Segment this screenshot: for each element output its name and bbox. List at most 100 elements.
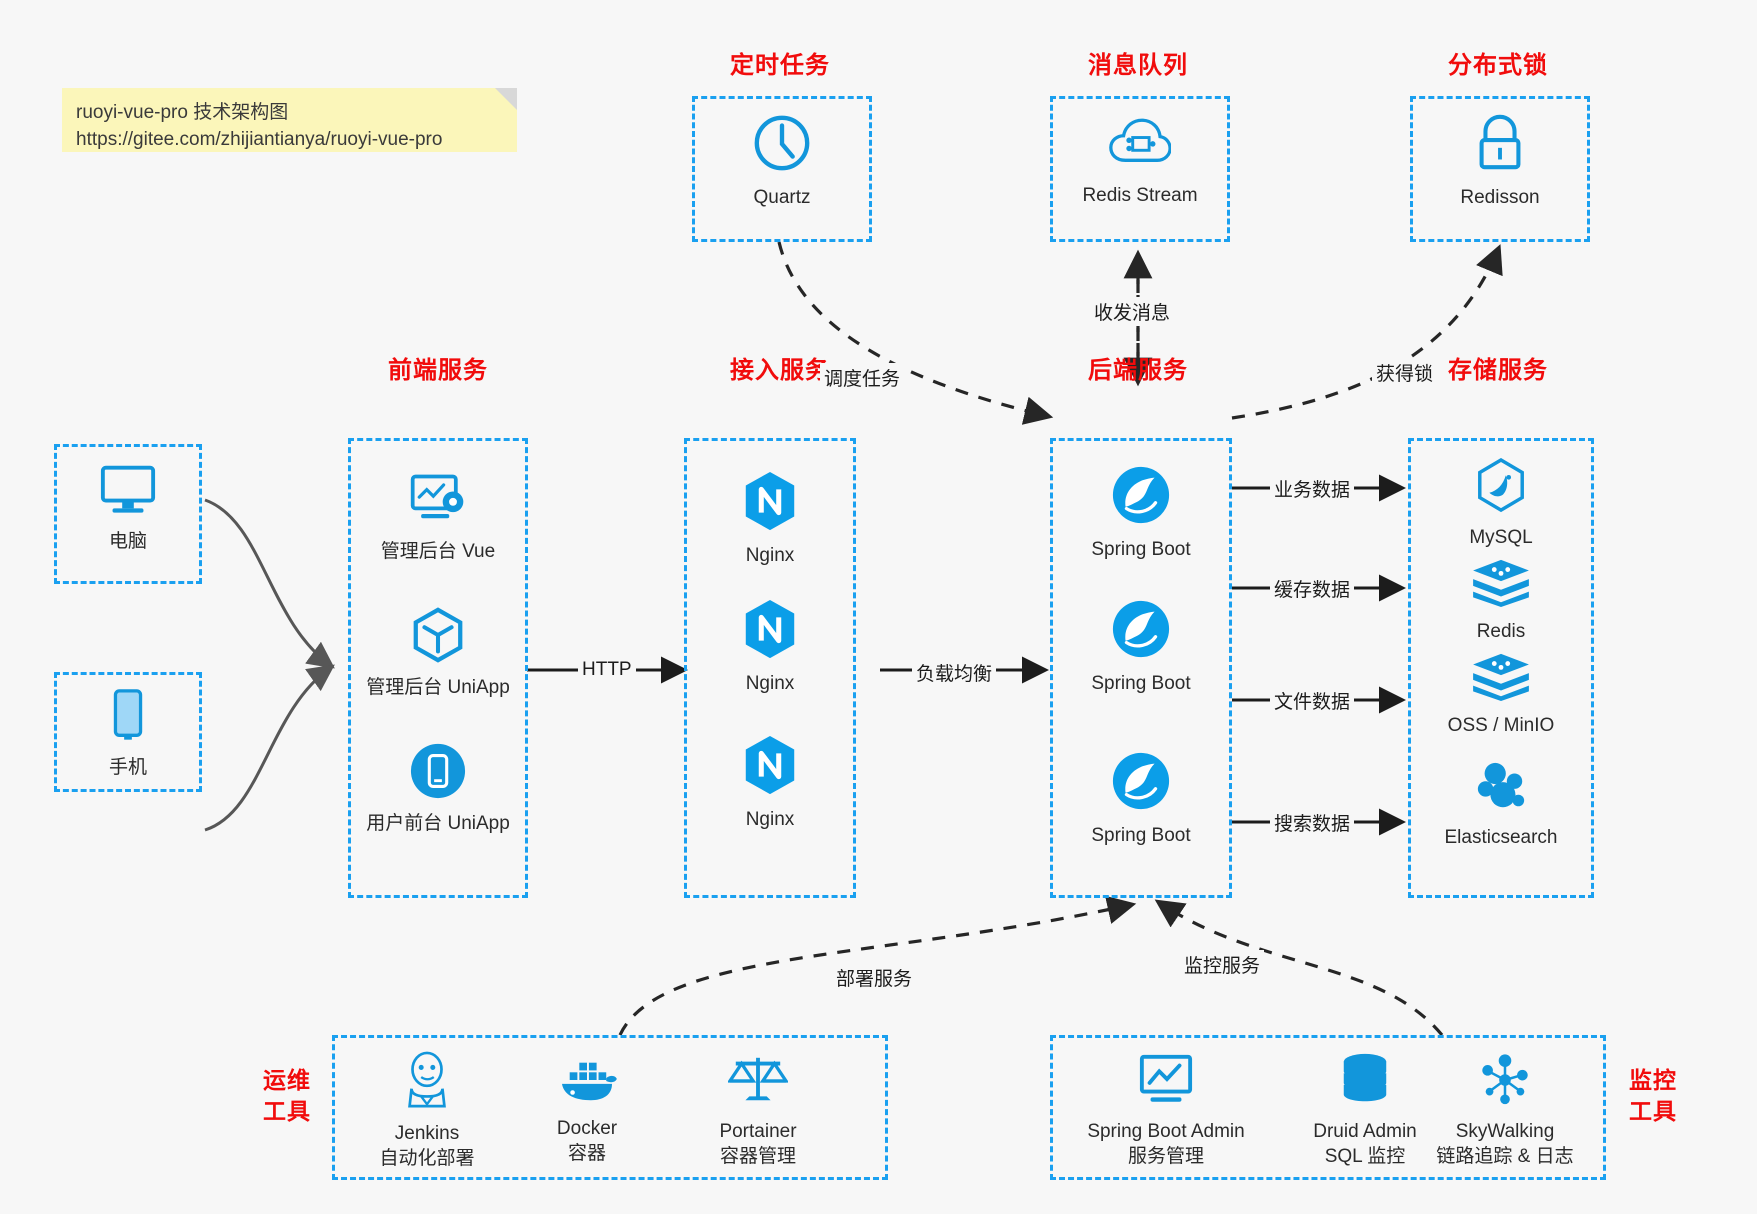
node-sublabel: SQL 监控	[1324, 1146, 1406, 1167]
node-elasticsearch[interactable]: Elasticsearch	[1414, 760, 1588, 850]
node-label: 手机	[108, 757, 147, 778]
node-label: 用户前台 UniApp	[366, 813, 510, 834]
desktop-icon	[97, 460, 159, 523]
dashboard-icon	[408, 470, 468, 533]
node-label: Spring Boot Admin	[1087, 1121, 1245, 1142]
monitor-chart-icon	[1137, 1052, 1195, 1113]
node-label: Druid Admin	[1313, 1121, 1417, 1142]
node-portainer[interactable]: Portainer 容器管理	[678, 1052, 838, 1169]
node-label: 管理后台 Vue	[380, 541, 496, 562]
node-redis[interactable]: Redis	[1414, 558, 1588, 644]
node-nginx-3[interactable]: Nginx	[690, 734, 850, 832]
group-box-storage	[1408, 438, 1594, 898]
node-oss-minio[interactable]: OSS / MinIO	[1414, 652, 1588, 738]
node-redis-stream[interactable]: Redis Stream	[1060, 114, 1220, 208]
group-box-frontend	[348, 438, 528, 898]
lock-icon	[1470, 112, 1530, 179]
edge-label-search-data: 搜索数据	[1270, 808, 1355, 837]
node-sublabel: 服务管理	[1127, 1146, 1204, 1167]
app-icon	[409, 742, 467, 805]
group-box-scheduler	[692, 96, 872, 242]
node-mysql[interactable]: MySQL	[1414, 457, 1588, 550]
edge-label-business-data: 业务数据	[1270, 474, 1355, 503]
skywalking-icon	[1477, 1052, 1533, 1113]
group-title-devops-line1: 运维	[263, 1067, 311, 1093]
spring-icon	[1110, 750, 1172, 817]
jenkins-icon	[398, 1050, 456, 1115]
node-druid-admin[interactable]: Druid Admin SQL 监控	[1285, 1052, 1445, 1169]
node-label: SkyWalking	[1455, 1121, 1555, 1142]
group-title-monitoring-line2: 工具	[1629, 1098, 1677, 1124]
edge-label-acquire-lock: 获得锁	[1372, 358, 1438, 387]
node-spring-boot-admin[interactable]: Spring Boot Admin 服务管理	[1060, 1052, 1272, 1169]
group-box-devops	[332, 1035, 888, 1180]
group-title-scheduler: 定时任务	[730, 52, 830, 79]
docker-icon	[556, 1055, 618, 1110]
node-label: MySQL	[1469, 527, 1533, 548]
node-docker[interactable]: Docker 容器	[512, 1055, 662, 1166]
node-label: 电脑	[108, 531, 147, 552]
mobile-icon	[105, 688, 151, 749]
group-box-monitoring	[1050, 1035, 1606, 1180]
edge-label-monitor-service: 监控服务	[1180, 950, 1265, 979]
node-admin-vue[interactable]: 管理后台 Vue	[353, 470, 523, 564]
edge-label-deploy-service: 部署服务	[832, 963, 917, 992]
node-redisson[interactable]: Redisson	[1420, 112, 1580, 210]
group-title-frontend: 前端服务	[388, 357, 488, 384]
group-title-storage: 存储服务	[1448, 357, 1548, 384]
node-spring-boot-3[interactable]: Spring Boot	[1056, 750, 1226, 848]
node-label: Spring Boot	[1091, 825, 1191, 846]
group-box-mq	[1050, 96, 1230, 242]
node-spring-boot-1[interactable]: Spring Boot	[1056, 464, 1226, 562]
redis-icon	[1471, 558, 1531, 613]
mysql-icon	[1474, 457, 1528, 519]
node-label: Redis	[1476, 621, 1526, 642]
edge-label-file-data: 文件数据	[1270, 686, 1355, 715]
group-box-client-desktop	[54, 444, 202, 584]
node-label: Jenkins	[394, 1123, 460, 1144]
node-mobile[interactable]: 手机	[64, 688, 192, 780]
node-label: Nginx	[745, 809, 795, 830]
elasticsearch-icon	[1472, 760, 1530, 819]
group-title-devops-line2: 工具	[263, 1098, 311, 1124]
edge-label-http: HTTP	[578, 658, 636, 682]
node-user-uniapp[interactable]: 用户前台 UniApp	[353, 742, 523, 836]
spring-icon	[1110, 464, 1172, 531]
edge-label-load-balance: 负载均衡	[912, 658, 997, 687]
node-desktop[interactable]: 电脑	[64, 460, 192, 554]
sticky-note: ruoyi-vue-pro 技术架构图 https://gitee.com/zh…	[62, 88, 517, 152]
note-title: ruoyi-vue-pro 技术架构图	[76, 102, 289, 123]
nginx-icon	[741, 734, 799, 801]
node-sublabel: 容器	[567, 1143, 606, 1164]
database-icon	[1337, 1052, 1393, 1113]
edge-label-send-receive-message: 收发消息	[1090, 297, 1175, 326]
cube-icon	[409, 606, 467, 669]
group-title-mq: 消息队列	[1088, 52, 1188, 79]
node-label: Nginx	[745, 545, 795, 566]
edge-label-schedule-task: 调度任务	[820, 363, 905, 392]
node-sublabel: 容器管理	[719, 1146, 796, 1167]
node-sublabel: 链路追踪 & 日志	[1436, 1146, 1574, 1167]
node-label: Spring Boot	[1091, 539, 1191, 560]
node-skywalking[interactable]: SkyWalking 链路追踪 & 日志	[1410, 1052, 1600, 1169]
node-spring-boot-2[interactable]: Spring Boot	[1056, 598, 1226, 696]
node-label: Docker	[556, 1118, 618, 1139]
node-admin-uniapp[interactable]: 管理后台 UniApp	[353, 606, 523, 700]
group-box-backend	[1050, 438, 1232, 898]
oss-icon	[1471, 652, 1531, 707]
node-nginx-2[interactable]: Nginx	[690, 598, 850, 696]
nginx-icon	[741, 598, 799, 665]
node-jenkins[interactable]: Jenkins 自动化部署	[352, 1050, 502, 1171]
node-label: 管理后台 UniApp	[366, 677, 510, 698]
group-box-client-mobile	[54, 672, 202, 792]
group-title-monitoring: 监控 工具	[1618, 1065, 1688, 1127]
cloud-stream-icon	[1109, 114, 1172, 177]
node-nginx-1[interactable]: Nginx	[690, 470, 850, 568]
spring-icon	[1110, 598, 1172, 665]
nginx-icon	[741, 470, 799, 537]
group-title-monitoring-line1: 监控	[1629, 1067, 1677, 1093]
group-title-backend: 后端服务	[1088, 357, 1188, 384]
node-quartz[interactable]: Quartz	[702, 112, 862, 210]
note-url: https://gitee.com/zhijiantianya/ruoyi-vu…	[76, 129, 443, 150]
